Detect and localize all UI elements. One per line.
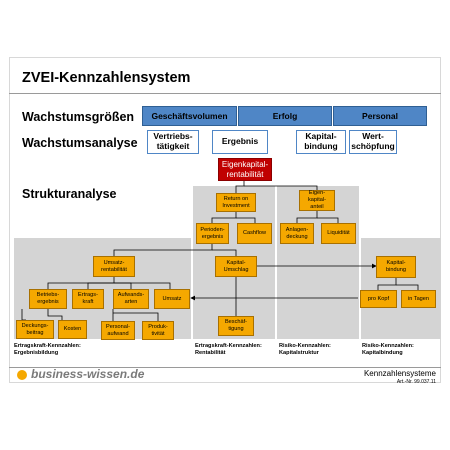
- caption-rentabilitaet: Ertragskraft-Kennzahlen: Rentabilität: [195, 343, 262, 356]
- node-periodenergebnis: Perioden- ergebnis: [196, 223, 229, 244]
- node-cashflow: Cashflow: [237, 223, 272, 244]
- node-roi: Return on Investment: [216, 193, 256, 212]
- node-kapitalumschlag: Kapital- Umschlag: [215, 256, 257, 277]
- node-anlagendeckung: Anlagen- deckung: [280, 223, 314, 244]
- node-deckungsbeitrag: Deckungs- beitrag: [16, 320, 54, 339]
- analysis-ergebnis: Ergebnis: [212, 130, 268, 154]
- footer-title: Kennzahlensysteme: [363, 369, 436, 378]
- caption-kapitalbindung: Risiko-Kennzahlen: Kapitalbindung: [362, 343, 414, 356]
- link-be-kosten: [47, 309, 63, 320]
- node-betriebsergebnis: Betriebs- ergebnis: [29, 289, 67, 309]
- caption-kapitalstruktur: Risiko-Kennzahlen: Kapitalstruktur: [279, 343, 331, 356]
- region-kapitalbindung: [361, 238, 441, 339]
- link-ur-betriebs: [47, 277, 115, 289]
- link-kb-prokopf: [377, 278, 397, 290]
- link-ek-liquiditaet: [317, 217, 339, 223]
- node-kapitalbindung: Kapital- bindung: [376, 256, 416, 278]
- analysis-vertriebstaetigkeit: Vertriebs- tätigkeit: [147, 130, 199, 154]
- node-ertragskraft: Ertrags- kraft: [72, 289, 104, 309]
- link-ur-ertrag: [87, 282, 114, 289]
- node-kosten: Kosten: [58, 320, 87, 339]
- link-roi-cashflow: [236, 217, 256, 223]
- link-periode-umsatzrent: [113, 244, 213, 256]
- link-ek-anlagen: [296, 211, 318, 223]
- growth-erfolg: Erfolg: [238, 106, 332, 126]
- footer-divider: [9, 367, 441, 368]
- page-title: ZVEI-Kennzahlensystem: [22, 70, 191, 86]
- region-kapitalstruktur-lower: [277, 238, 359, 339]
- footer-article-number: Art.-Nr. 99.037.11: [396, 379, 436, 385]
- caption-ergebnisbildung: Ertragskraft-Kennzahlen: Ergebnisbildung: [14, 343, 81, 356]
- link-kb-tagen: [396, 284, 419, 290]
- node-liquiditaet: Liquidität: [321, 223, 356, 244]
- growth-personal: Personal: [333, 106, 427, 126]
- node-beschaeftigung: Beschäf- tigung: [218, 316, 254, 336]
- label-strukturanalyse: Strukturanalyse: [22, 187, 117, 201]
- link-roi-periode: [211, 212, 237, 223]
- growth-geschaeftsvolumen: Geschäftsvolumen: [142, 106, 237, 126]
- link-aa-produktiv: [113, 312, 159, 321]
- brand-dot-icon: [17, 370, 27, 380]
- node-personalaufwand: Personal- aufwand: [101, 321, 135, 340]
- node-pro-kopf: pro Kopf: [360, 290, 397, 308]
- link-periode-kapumschlag: [212, 249, 237, 256]
- label-wachstumsgroessen: Wachstumsgrößen: [22, 110, 135, 124]
- node-aufwandsarten: Aufwands- arten: [113, 289, 149, 309]
- node-umsatzrentabilitaet: Umsatz- rentabilität: [93, 256, 135, 277]
- analysis-kapitalbindung: Kapital- bindung: [296, 130, 346, 154]
- link-ur-umsatz: [114, 282, 171, 289]
- link-top-roi: [235, 181, 245, 193]
- link-be-deckung: [21, 309, 26, 321]
- node-umsatz: Umsatz: [154, 289, 190, 309]
- node-produktivitaet: Produk- tivität: [142, 321, 174, 340]
- link-top-ek: [244, 185, 318, 190]
- node-in-tagen: in Tagen: [401, 290, 436, 308]
- analysis-wertschoepfung: Wert- schöpfung: [349, 130, 397, 154]
- node-eigenkapitalanteil: Eigen- kapital- anteil: [299, 190, 335, 211]
- title-divider: [9, 93, 441, 94]
- brand-logo: business-wissen.de: [31, 367, 145, 381]
- label-wachstumsanalyse: Wachstumsanalyse: [22, 136, 138, 150]
- node-eigenkapitalrentabilitaet: Eigenkapital- rentabilität: [218, 158, 272, 181]
